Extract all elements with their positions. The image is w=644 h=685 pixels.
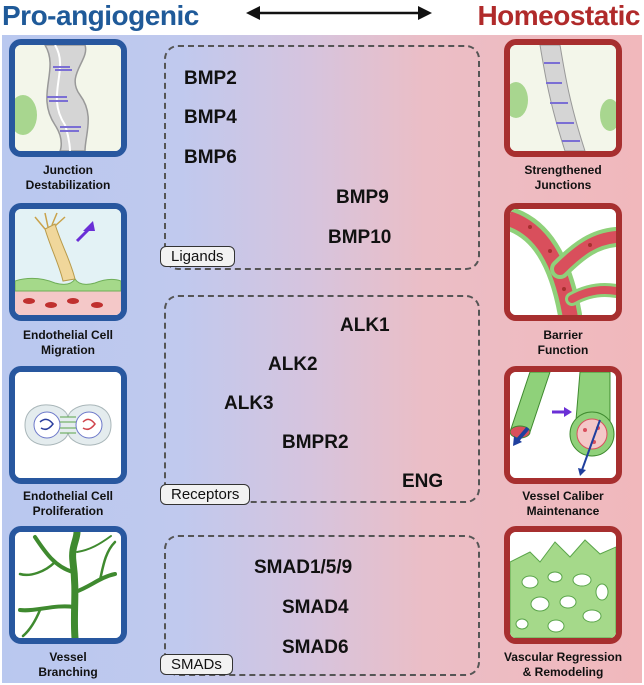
pro-angiogenic-title: Pro-angiogenic bbox=[2, 0, 199, 31]
double-headed-arrow-icon bbox=[246, 6, 432, 20]
junction-destabilization-icon bbox=[9, 39, 127, 157]
receptors-label: Receptors bbox=[160, 484, 251, 505]
receptor-eng: ENG bbox=[402, 471, 444, 492]
vessel-branching-icon bbox=[9, 526, 127, 644]
smad4: SMAD4 bbox=[282, 597, 349, 618]
smads-label: SMADs bbox=[160, 654, 233, 675]
ligand-bmp10: BMP10 bbox=[328, 227, 392, 248]
smads-group: SMAD1/5/9 SMAD4 SMAD6 SMADs bbox=[160, 535, 480, 676]
smad-159: SMAD1/5/9 bbox=[254, 557, 353, 578]
ligand-bmp2: BMP2 bbox=[184, 68, 237, 89]
ligand-bmp6: BMP6 bbox=[184, 147, 237, 168]
strengthened-junctions-icon bbox=[504, 39, 622, 157]
ligands-group: BMP2 BMP4 BMP6 BMP9 BMP10 Ligands bbox=[160, 45, 480, 270]
barrier-function-icon bbox=[504, 203, 622, 321]
receptor-alk1: ALK1 bbox=[340, 315, 390, 336]
receptor-alk3: ALK3 bbox=[224, 393, 274, 414]
homeostatic-title: Homeostatic bbox=[477, 0, 640, 31]
vessel-caliber-maintenance-icon bbox=[504, 366, 622, 484]
endothelial-cell-migration-icon bbox=[9, 203, 127, 321]
smad6: SMAD6 bbox=[282, 637, 349, 658]
endothelial-cell-proliferation-icon bbox=[9, 366, 127, 484]
vascular-regression-remodeling-icon bbox=[504, 526, 622, 644]
ligand-bmp4: BMP4 bbox=[184, 107, 237, 128]
receptors-group: ALK1 ALK2 ALK3 BMPR2 ENG Receptors bbox=[160, 295, 480, 505]
caption-vascular-regression-remodeling: Vascular Regression& Remodeling bbox=[503, 650, 623, 679]
receptor-alk2: ALK2 bbox=[268, 354, 318, 375]
ligands-label: Ligands bbox=[160, 246, 235, 267]
ligand-bmp9: BMP9 bbox=[336, 187, 389, 208]
receptor-bmpr2: BMPR2 bbox=[282, 432, 349, 453]
